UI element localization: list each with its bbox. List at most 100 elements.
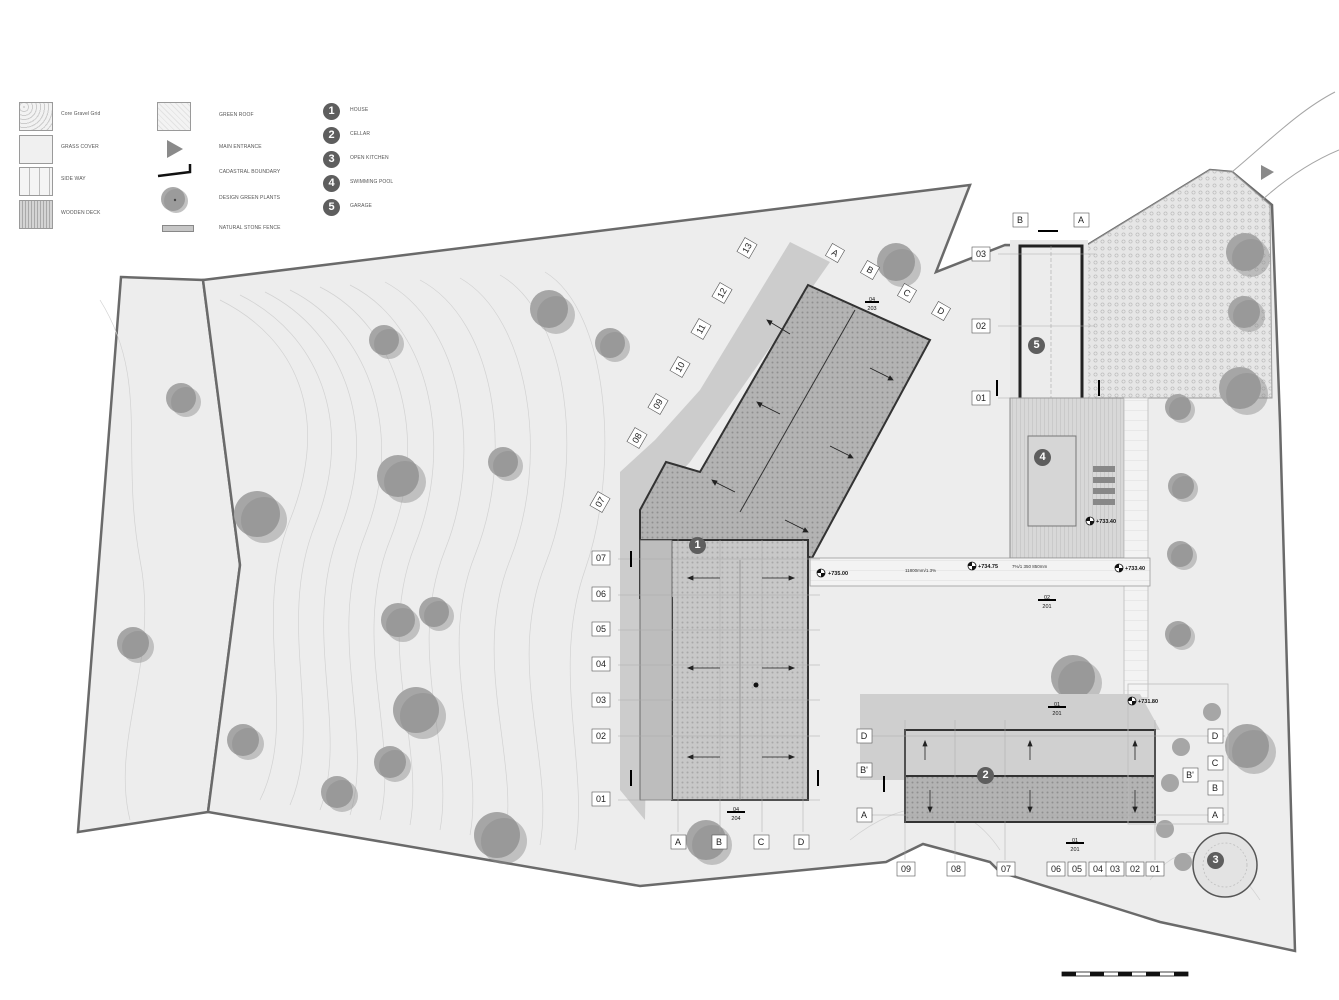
tree bbox=[1168, 473, 1198, 502]
svg-text:B: B bbox=[716, 837, 722, 847]
elevation-marker: +733.40 bbox=[1085, 516, 1116, 526]
tree bbox=[377, 455, 426, 503]
svg-text:03: 03 bbox=[1110, 864, 1120, 874]
svg-text:06: 06 bbox=[1051, 864, 1061, 874]
svg-text:D: D bbox=[798, 837, 805, 847]
axis-tag: B' bbox=[856, 762, 873, 778]
legend-label-open-kitchen: OPEN KITCHEN bbox=[350, 155, 389, 161]
svg-text:204: 204 bbox=[731, 816, 740, 822]
svg-text:01: 01 bbox=[1150, 864, 1160, 874]
axis-tag: B bbox=[1012, 212, 1029, 228]
axis-tag: 10 bbox=[669, 356, 691, 378]
legend-label-wooden-deck: WOODEN DECK bbox=[61, 210, 101, 216]
elevation-markers: +735.00 +734.75 +733.40 +733.40 +731.80 bbox=[816, 516, 1158, 706]
svg-text:+733.40: +733.40 bbox=[1096, 519, 1116, 525]
svg-text:203: 203 bbox=[867, 306, 876, 312]
axis-tag: B' bbox=[1182, 767, 1199, 783]
tree bbox=[419, 597, 454, 631]
svg-text:07: 07 bbox=[593, 495, 607, 509]
svg-text:10: 10 bbox=[673, 360, 687, 374]
main-entrance-icon bbox=[167, 140, 183, 158]
legend-label-garage: GARAGE bbox=[350, 203, 372, 209]
svg-text:11: 11 bbox=[694, 322, 707, 335]
legend-badge-house: 1 bbox=[323, 103, 340, 120]
axis-tag: 11 bbox=[690, 318, 712, 340]
axis-tag: 09 bbox=[647, 393, 669, 415]
svg-text:01: 01 bbox=[1054, 702, 1060, 708]
axis-tag: 01 bbox=[591, 791, 611, 807]
axis-tag: D bbox=[793, 834, 810, 850]
tree bbox=[488, 447, 523, 481]
access-road bbox=[1231, 91, 1339, 201]
axis-tag: B bbox=[1207, 780, 1224, 796]
legend-label-main-entrance: MAIN ENTRANCE bbox=[219, 144, 262, 150]
svg-text:C: C bbox=[902, 287, 913, 299]
marker-house: 1 bbox=[689, 537, 706, 554]
svg-text:01: 01 bbox=[1072, 838, 1078, 844]
marker-swimming-pool: 4 bbox=[1034, 449, 1051, 466]
grid-lines bbox=[618, 253, 1225, 860]
cellar-shadow bbox=[860, 694, 1160, 780]
svg-text:D: D bbox=[936, 305, 947, 317]
tree bbox=[530, 290, 575, 334]
legend-label-cadastral-boundary: CADASTRAL BOUNDARY bbox=[219, 169, 281, 175]
legend-label-green-roof: GREEN ROOF bbox=[219, 112, 254, 118]
tree bbox=[1226, 233, 1270, 277]
svg-text:03: 03 bbox=[596, 695, 606, 705]
tree bbox=[1156, 820, 1174, 838]
svg-text:A: A bbox=[861, 810, 867, 820]
marker-open-kitchen: 3 bbox=[1207, 852, 1224, 869]
tree bbox=[1203, 703, 1221, 721]
axis-tag: 03 bbox=[971, 246, 991, 262]
axis-tag: 02 bbox=[1125, 861, 1145, 877]
svg-text:B': B' bbox=[860, 765, 868, 775]
pool-basin bbox=[1027, 435, 1077, 527]
svg-text:02: 02 bbox=[1044, 595, 1050, 601]
kitchen-disc bbox=[1192, 832, 1258, 898]
elevation-marker: +735.00 bbox=[816, 568, 848, 578]
svg-text:13: 13 bbox=[740, 241, 754, 255]
svg-text:A: A bbox=[675, 837, 681, 847]
tree bbox=[234, 491, 287, 543]
svg-text:07: 07 bbox=[1001, 864, 1011, 874]
tree bbox=[381, 603, 420, 642]
tree bbox=[1228, 296, 1265, 332]
svg-text:09: 09 bbox=[651, 397, 665, 411]
svg-text:08: 08 bbox=[951, 864, 961, 874]
tree bbox=[369, 325, 404, 359]
tree bbox=[1161, 774, 1179, 792]
slope-note: 7%/1 350 850mm bbox=[1012, 564, 1048, 569]
svg-text:05: 05 bbox=[1072, 864, 1082, 874]
axis-tag: 03 bbox=[1105, 861, 1125, 877]
garage-axes: 03 02 01 B A bbox=[971, 212, 1090, 406]
stone-fence-icon bbox=[162, 225, 194, 232]
legend-label-design-green-plants: DESIGN GREEN PLANTS bbox=[219, 195, 281, 201]
axis-tag: 01 bbox=[1145, 861, 1165, 877]
axis-tag: 04 bbox=[591, 656, 611, 672]
legend-label-natural-stone-fence: NATURAL STONE FENCE bbox=[219, 225, 281, 231]
scale-bar bbox=[1061, 971, 1189, 977]
svg-text:201: 201 bbox=[1070, 847, 1079, 853]
svg-text:+733.40: +733.40 bbox=[1125, 566, 1145, 572]
tree bbox=[1167, 541, 1197, 570]
garage-building bbox=[1010, 240, 1088, 424]
legend-badge-garage: 5 bbox=[323, 199, 340, 216]
tree bbox=[1219, 367, 1268, 415]
axis-tag: 05 bbox=[1067, 861, 1087, 877]
cellar-axes: D B' A D C B' B A 09 08 07 06 05 04 03 0… bbox=[856, 728, 1224, 877]
legend-label-house: HOUSE bbox=[350, 107, 369, 113]
gravel-court bbox=[1085, 169, 1273, 399]
axis-tag: A bbox=[1073, 212, 1090, 228]
svg-text:C: C bbox=[758, 837, 765, 847]
svg-text:01: 01 bbox=[596, 794, 606, 804]
svg-text:04: 04 bbox=[596, 659, 606, 669]
svg-text:02: 02 bbox=[976, 321, 986, 331]
legend-swatch-wooden-deck bbox=[19, 200, 53, 229]
axis-tag: 06 bbox=[1046, 861, 1066, 877]
elevation-marker: +734.75 bbox=[967, 561, 998, 571]
svg-text:04: 04 bbox=[733, 807, 739, 813]
tree bbox=[1165, 394, 1195, 423]
